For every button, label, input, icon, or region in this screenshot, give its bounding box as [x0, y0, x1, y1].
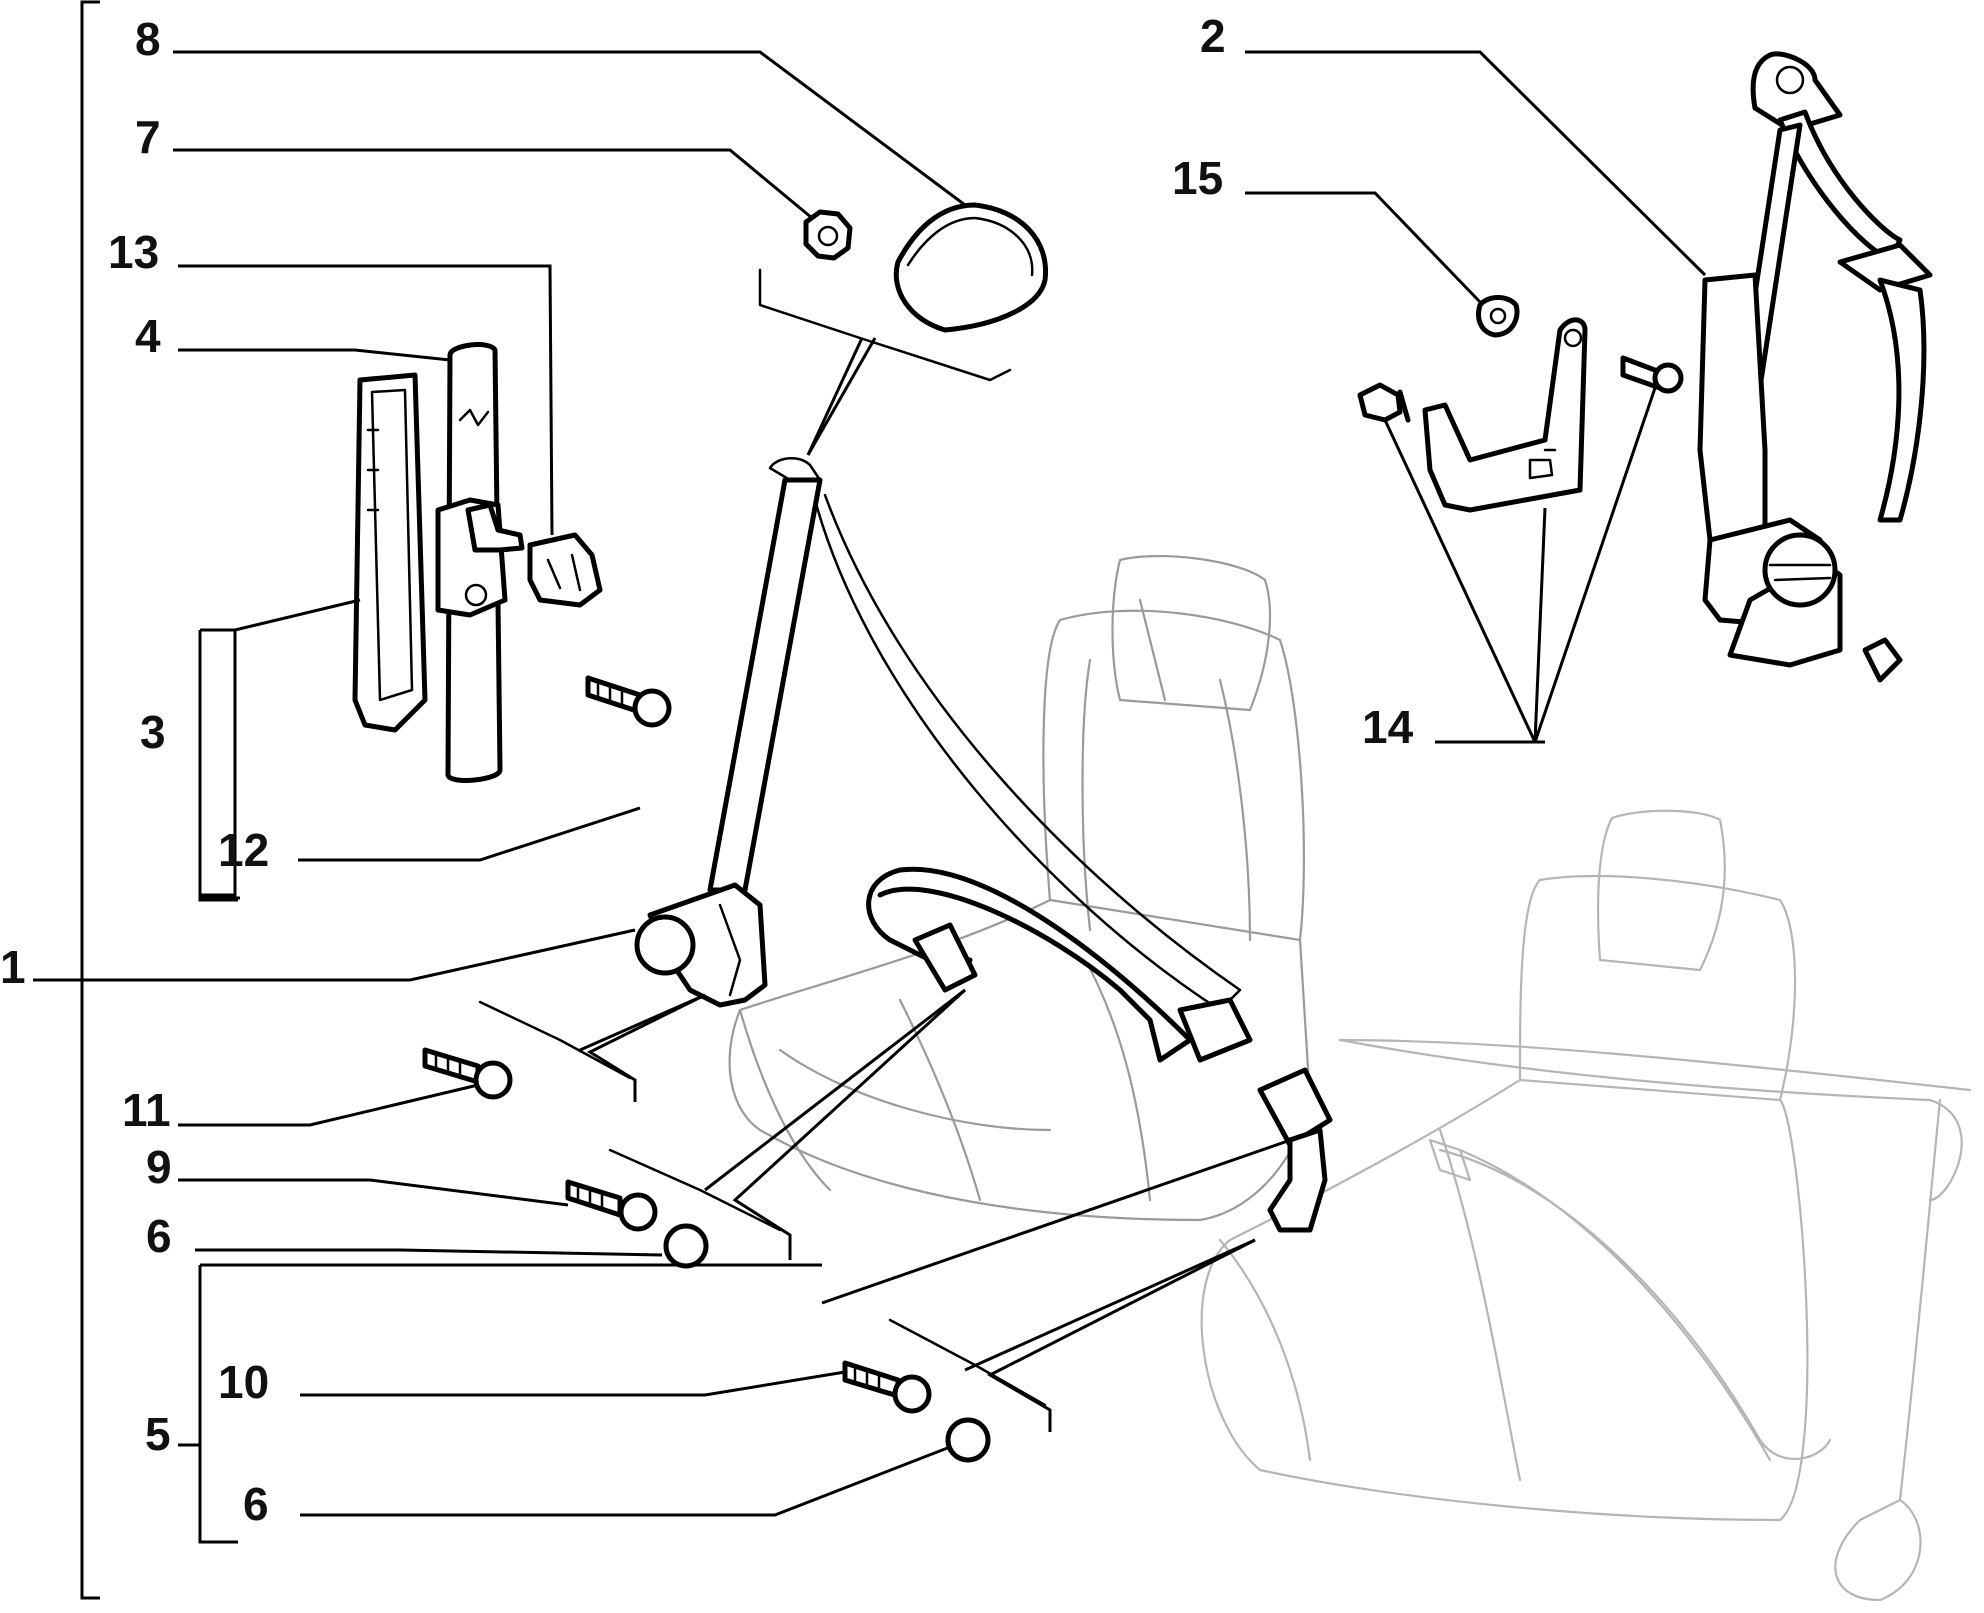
part-6-cap-lower: [945, 1417, 991, 1463]
part-7-nut: [803, 209, 853, 261]
callout-5: 5: [145, 1408, 171, 1460]
callout-1: 1: [0, 941, 26, 993]
assembly-bracket: [80, 0, 100, 1600]
callout-11: 11: [122, 1084, 171, 1136]
callout-8: 8: [135, 13, 161, 65]
callout-leaders: [33, 50, 1707, 1544]
callout-3: 3: [140, 706, 166, 758]
part-12-bolt: [585, 675, 672, 728]
callout-6-lower: 6: [243, 1478, 269, 1530]
callout-6-upper: 6: [146, 1210, 172, 1262]
part-15-washer: [1476, 295, 1520, 338]
pointer-fans: [478, 268, 1306, 1432]
callout-2: 2: [1200, 10, 1226, 62]
part-9-bolt: [565, 1179, 658, 1232]
callout-12: 12: [218, 824, 269, 876]
front-seat-illustration: [728, 555, 1312, 1222]
retractor-unit: [634, 882, 768, 1008]
callout-9: 9: [146, 1141, 172, 1193]
part-3-pillar-cover: [352, 372, 428, 733]
callout-15: 15: [1172, 152, 1223, 204]
buckle-assembly: [1257, 1067, 1333, 1233]
callout-10: 10: [218, 1356, 269, 1408]
part-6-cap-upper: [663, 1223, 709, 1269]
part-2-retractor-belt: [1697, 51, 1933, 683]
part-10-bolt: [842, 1360, 932, 1414]
part-8-trim-cover: [893, 202, 1049, 333]
part-13-clip: [527, 532, 603, 608]
seat-belt-webbing: [707, 457, 1253, 1063]
part-11-bolt: [422, 1047, 513, 1100]
callout-7: 7: [135, 111, 161, 163]
callout-14: 14: [1362, 701, 1414, 753]
callout-labels: 8 7 13 4 3 12 1 11 9 6 10 5 6 2 15 14: [0, 10, 1414, 1530]
callout-4: 4: [135, 310, 161, 362]
part-14-bracket-kit: [1357, 317, 1684, 513]
part-4-adjuster-rail: [435, 342, 525, 783]
callout-13: 13: [108, 226, 159, 278]
